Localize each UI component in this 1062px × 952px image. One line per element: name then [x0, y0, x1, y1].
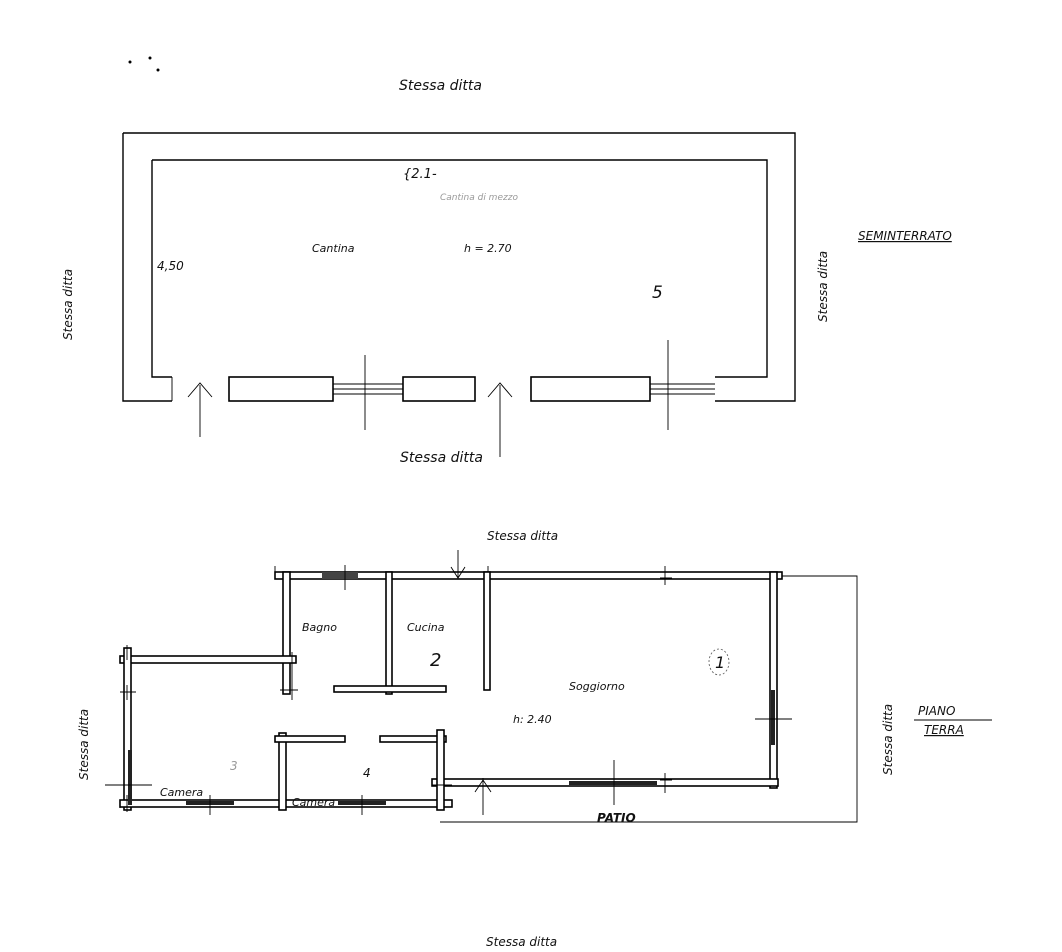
floor-label-terra: TERRA — [924, 723, 964, 737]
annotation-faint: Cantina di mezzo — [440, 193, 518, 203]
neighbor-right: Stessa ditta — [881, 704, 895, 775]
opening-marks — [105, 550, 792, 815]
floor-label-seminterrato: SEMINTERRATO — [858, 229, 952, 243]
neighbor-bottom: Stessa ditta — [486, 935, 557, 949]
room-cucina: Cucina — [407, 621, 445, 634]
seminterrato-plan: Stessa ditta Stessa ditta Stessa ditta S… — [61, 56, 952, 466]
window — [569, 781, 657, 785]
room-soggiorno: Soggiorno — [569, 680, 625, 693]
mark: 1 — [715, 653, 725, 672]
inner-wall — [151, 159, 768, 378]
window — [771, 690, 775, 745]
neighbor-bottom: Stessa ditta — [400, 450, 483, 466]
speck — [156, 68, 160, 72]
pillar-crosses — [119, 566, 672, 812]
wall — [379, 735, 447, 743]
wall — [436, 729, 445, 811]
mark: 4,50 — [157, 259, 184, 273]
room-camera-2: Camera — [292, 796, 335, 809]
wall — [278, 732, 287, 811]
neighbor-left: Stessa ditta — [77, 709, 91, 780]
area-patio: PATIO — [597, 811, 636, 825]
neighbor-top: Stessa ditta — [399, 78, 482, 94]
speck — [128, 60, 132, 64]
patio-boundary — [440, 575, 858, 823]
window — [128, 750, 132, 805]
room-bagno: Bagno — [302, 621, 337, 634]
outer-wall — [122, 132, 796, 402]
wall — [282, 571, 291, 695]
height-piano-terra: h: 2.40 — [513, 713, 552, 726]
wall-segment — [530, 376, 651, 402]
entrance-arrows — [187, 340, 669, 457]
floor-label-piano: PIANO — [918, 704, 955, 718]
wall — [333, 685, 447, 693]
mark: 2 — [430, 650, 441, 671]
window — [171, 377, 715, 401]
wall — [769, 571, 778, 789]
neighbor-right: Stessa ditta — [816, 251, 830, 322]
room-cantina: Cantina — [312, 242, 355, 255]
wall — [274, 735, 346, 743]
room-camera-1: Camera — [160, 786, 203, 799]
height-cantina: h = 2.70 — [464, 242, 512, 255]
wall — [274, 571, 783, 580]
wall — [385, 571, 393, 695]
neighbor-top: Stessa ditta — [487, 529, 558, 543]
neighbor-left: Stessa ditta — [61, 269, 75, 340]
annotation: {2.1- — [403, 167, 437, 182]
wall — [123, 647, 132, 811]
window — [322, 572, 358, 579]
mark: 4 — [363, 766, 371, 780]
wall — [119, 655, 297, 664]
mark-circle — [708, 648, 730, 676]
mark: 3 — [230, 759, 238, 773]
piano-terra-plan: Stessa ditta Stessa ditta Stessa ditta S… — [77, 529, 992, 949]
speck — [148, 56, 152, 60]
wall-segment — [402, 376, 476, 402]
mark: 5 — [652, 283, 663, 303]
wall-segment — [228, 376, 334, 402]
wall — [483, 571, 491, 691]
